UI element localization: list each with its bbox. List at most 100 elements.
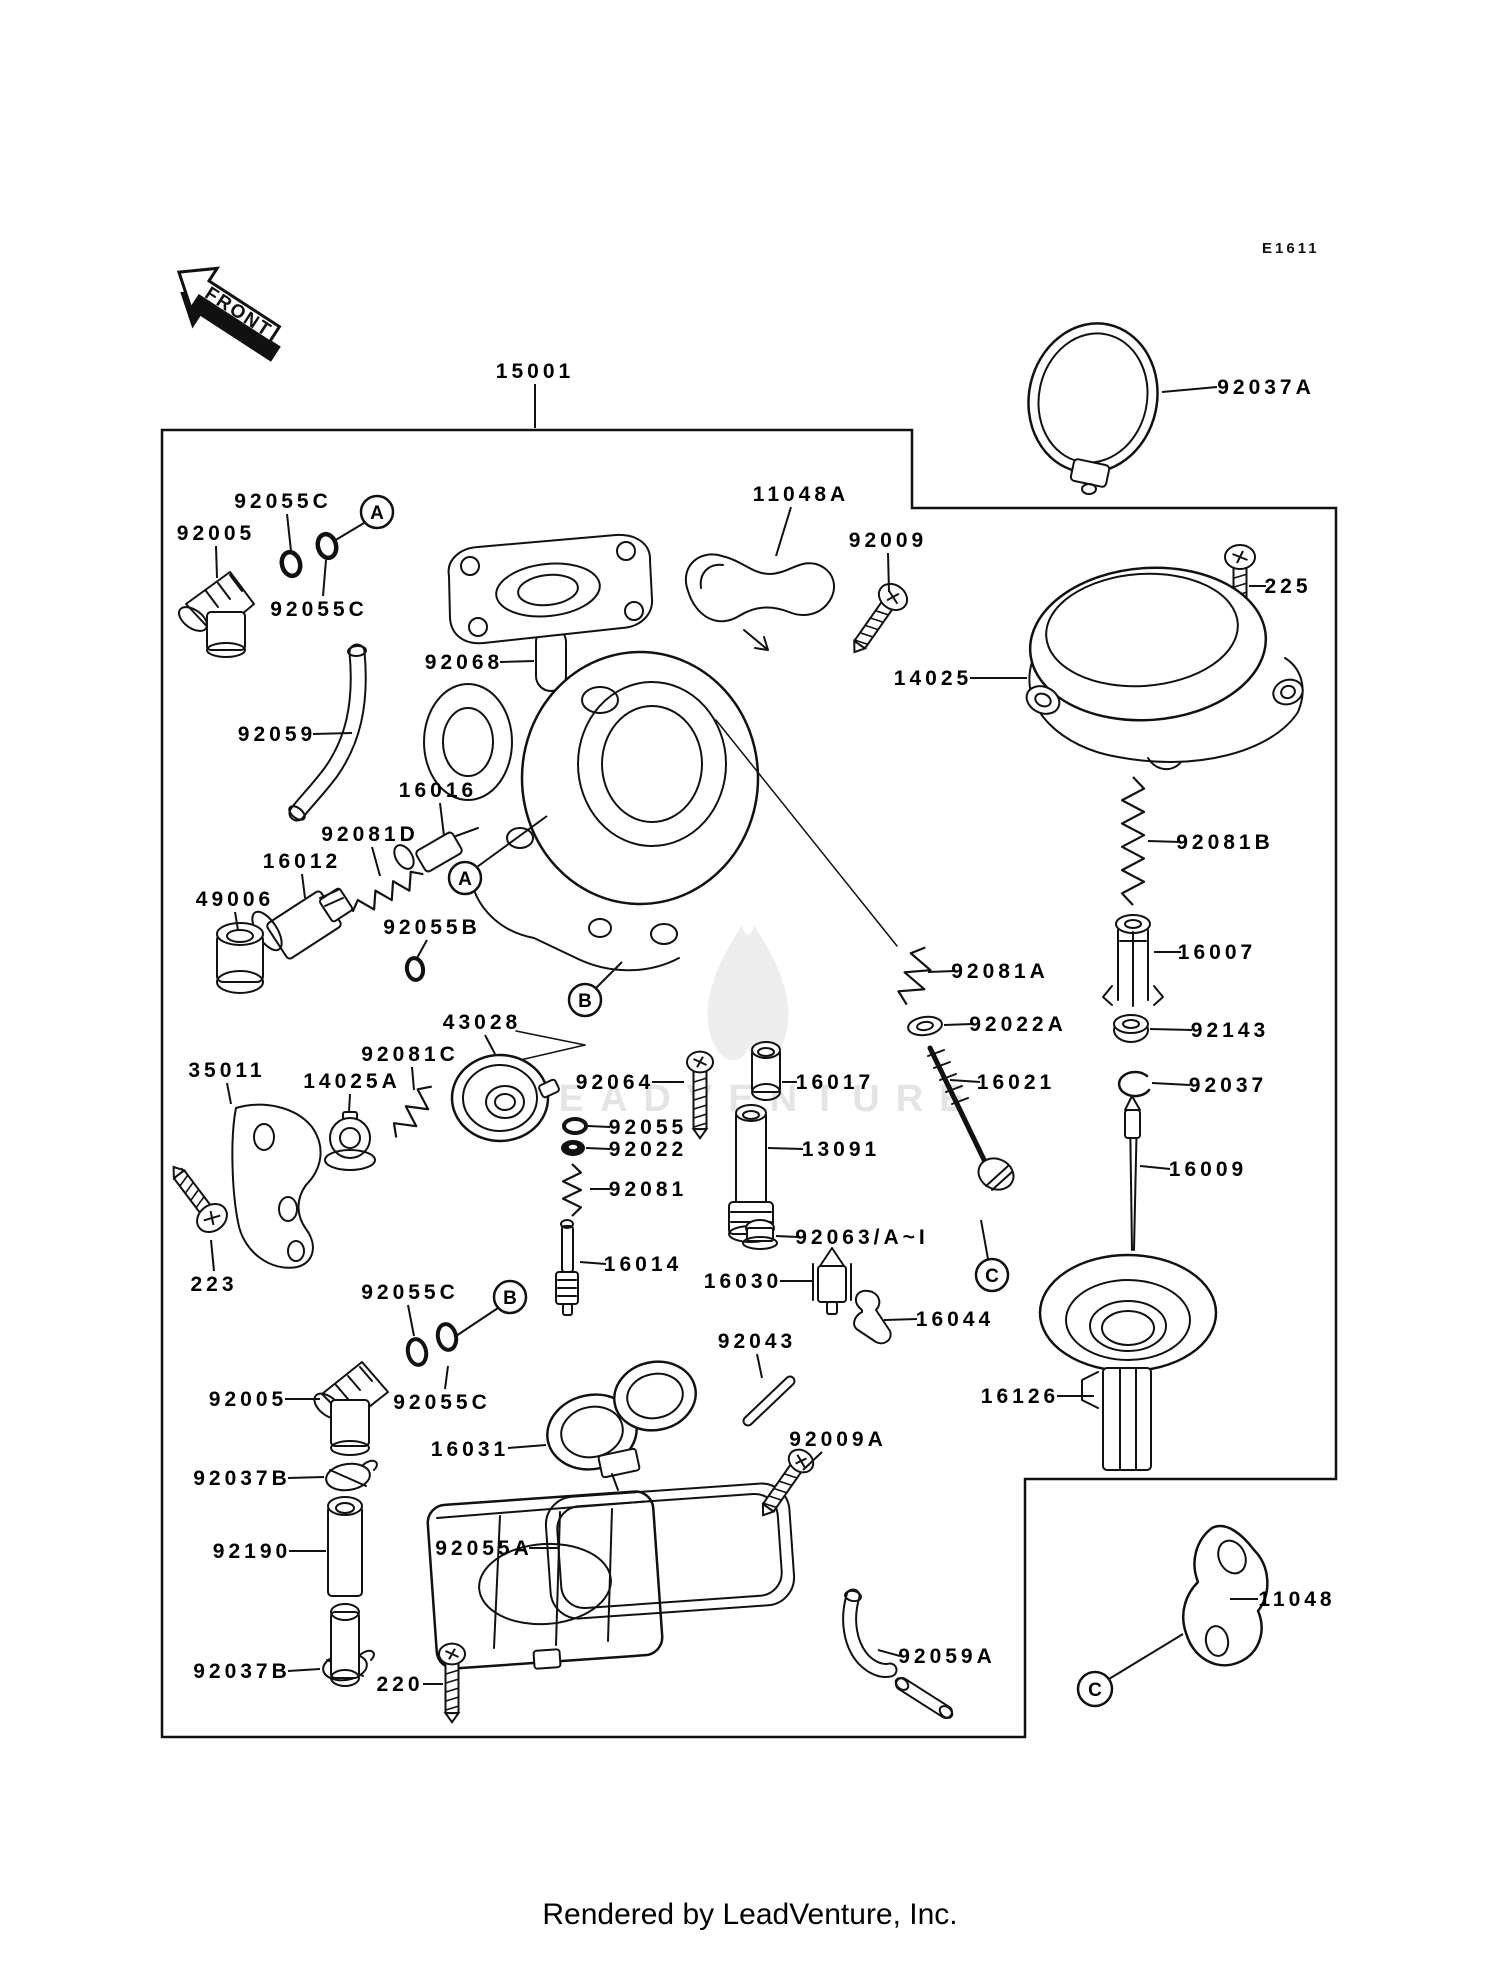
- screw-part: [172, 1165, 187, 1181]
- sketch-shape: [560, 1219, 574, 1229]
- sketch-shape: [567, 1143, 579, 1151]
- sketch-shape: [715, 719, 898, 947]
- sketch-shape: [556, 1492, 783, 1610]
- sketch-shape: [216, 970, 264, 994]
- sketch-shape: [206, 642, 246, 658]
- leader-line: [484, 1034, 496, 1055]
- sketch-shape: [1037, 332, 1149, 464]
- sketch-shape: [1280, 684, 1296, 700]
- screw-part: [693, 1113, 707, 1119]
- screw-part: [1233, 573, 1247, 580]
- sketch-shape: [327, 1505, 363, 1597]
- sketch-shape: [538, 1078, 560, 1099]
- leader-line: [287, 1476, 325, 1479]
- sketch-shape: [515, 1030, 586, 1046]
- sketch-shape: [339, 1127, 361, 1149]
- part-label-92190: 92190: [213, 1540, 291, 1563]
- part-label-14025A: 14025A: [303, 1070, 401, 1093]
- part-label-16017: 16017: [796, 1071, 874, 1094]
- leader-line: [407, 1304, 415, 1337]
- leader-line: [301, 873, 306, 899]
- part-label-49006: 49006: [196, 888, 274, 911]
- screw-part: [693, 1077, 707, 1083]
- screw-part: [693, 1086, 707, 1092]
- leader-line: [286, 513, 292, 552]
- leader-line: [210, 1239, 215, 1272]
- leader-line: [411, 1066, 415, 1091]
- part-label-92081D: 92081D: [321, 823, 419, 846]
- callout-circle-B: [567, 982, 603, 1018]
- leader-line: [226, 1082, 232, 1105]
- leader-line: [371, 846, 381, 877]
- sketch-shape: [315, 531, 339, 561]
- sketch-shape: [442, 707, 494, 777]
- sketch-shape: [897, 1679, 951, 1717]
- screw-sketch: [172, 1165, 228, 1234]
- leader-line: [1161, 386, 1218, 393]
- screw-part: [859, 632, 874, 638]
- sketch-shape: [279, 549, 303, 579]
- screw-part: [854, 639, 869, 646]
- sketch-shape: [217, 582, 231, 600]
- callout-circle-C: [1076, 1670, 1114, 1708]
- part-label-13091: 13091: [802, 1138, 880, 1161]
- sketch-shape: [405, 1337, 429, 1367]
- sketch-shape: [206, 611, 246, 651]
- sketch-shape: [1081, 1371, 1099, 1409]
- callout-circle-A: [447, 860, 483, 896]
- screw-part: [886, 589, 900, 605]
- part-label-92037B: 92037B: [193, 1467, 291, 1490]
- sketch-shape: [1028, 566, 1268, 722]
- sketch-shape: [324, 897, 344, 907]
- sketch-shape: [1122, 1019, 1140, 1029]
- sketch-shape: [699, 563, 724, 589]
- sketch-shape: [991, 1171, 1013, 1191]
- sketch-shape: [415, 831, 463, 873]
- callout-line-B: [595, 961, 623, 989]
- leader-line: [507, 1444, 547, 1449]
- screw-part: [693, 1104, 707, 1110]
- sketch-shape: [532, 1648, 562, 1670]
- sketch-shape: [544, 1482, 796, 1620]
- part-label-92068: 92068: [425, 651, 503, 674]
- sketch-shape: [455, 827, 479, 837]
- callout-letter-C: C: [1088, 1680, 1102, 1701]
- sketch-shape: [1034, 692, 1052, 708]
- sketch-shape: [494, 1093, 516, 1111]
- sketch-shape: [611, 1473, 619, 1491]
- sketch-shape: [1117, 1070, 1151, 1098]
- screw-part: [190, 1189, 200, 1201]
- sketch-shape: [844, 1589, 862, 1603]
- leader-line: [416, 939, 428, 959]
- page-code: E1611: [1262, 240, 1320, 257]
- part-label-92043: 92043: [718, 1330, 796, 1353]
- part-label-92037: 92037: [1189, 1074, 1267, 1097]
- sketch-shape: [746, 1227, 774, 1242]
- callout-letter-A: A: [370, 503, 384, 524]
- leader-line: [1147, 840, 1182, 843]
- sketch-shape: [423, 683, 513, 801]
- sketch-shape: [1181, 1524, 1269, 1667]
- screw-part: [445, 1687, 459, 1693]
- screw-part: [763, 1502, 777, 1509]
- sketch-shape: [916, 1020, 934, 1032]
- diagram-frame: [160, 428, 1338, 1739]
- spring-sketch: [561, 1163, 583, 1217]
- spring-sketch: [392, 1085, 432, 1138]
- part-label-92063/A~I: 92063/A~I: [795, 1226, 929, 1249]
- sketch-shape: [1113, 1014, 1149, 1034]
- screw-sketch: [686, 1050, 714, 1140]
- part-label-14025: 14025: [894, 667, 972, 690]
- front-arrow: FRONT: [176, 266, 282, 362]
- sketch-shape: [894, 1677, 910, 1691]
- callout-line-C: [1108, 1633, 1184, 1680]
- sketch-shape: [624, 601, 644, 621]
- screw-part: [853, 639, 868, 654]
- part-label-92037A: 92037A: [1217, 376, 1315, 399]
- sketch-shape: [1124, 919, 1142, 929]
- part-label-16021: 16021: [977, 1071, 1055, 1094]
- sketch-shape: [927, 1049, 945, 1057]
- part-label-223: 223: [190, 1273, 237, 1296]
- sketch-shape: [1101, 1310, 1155, 1346]
